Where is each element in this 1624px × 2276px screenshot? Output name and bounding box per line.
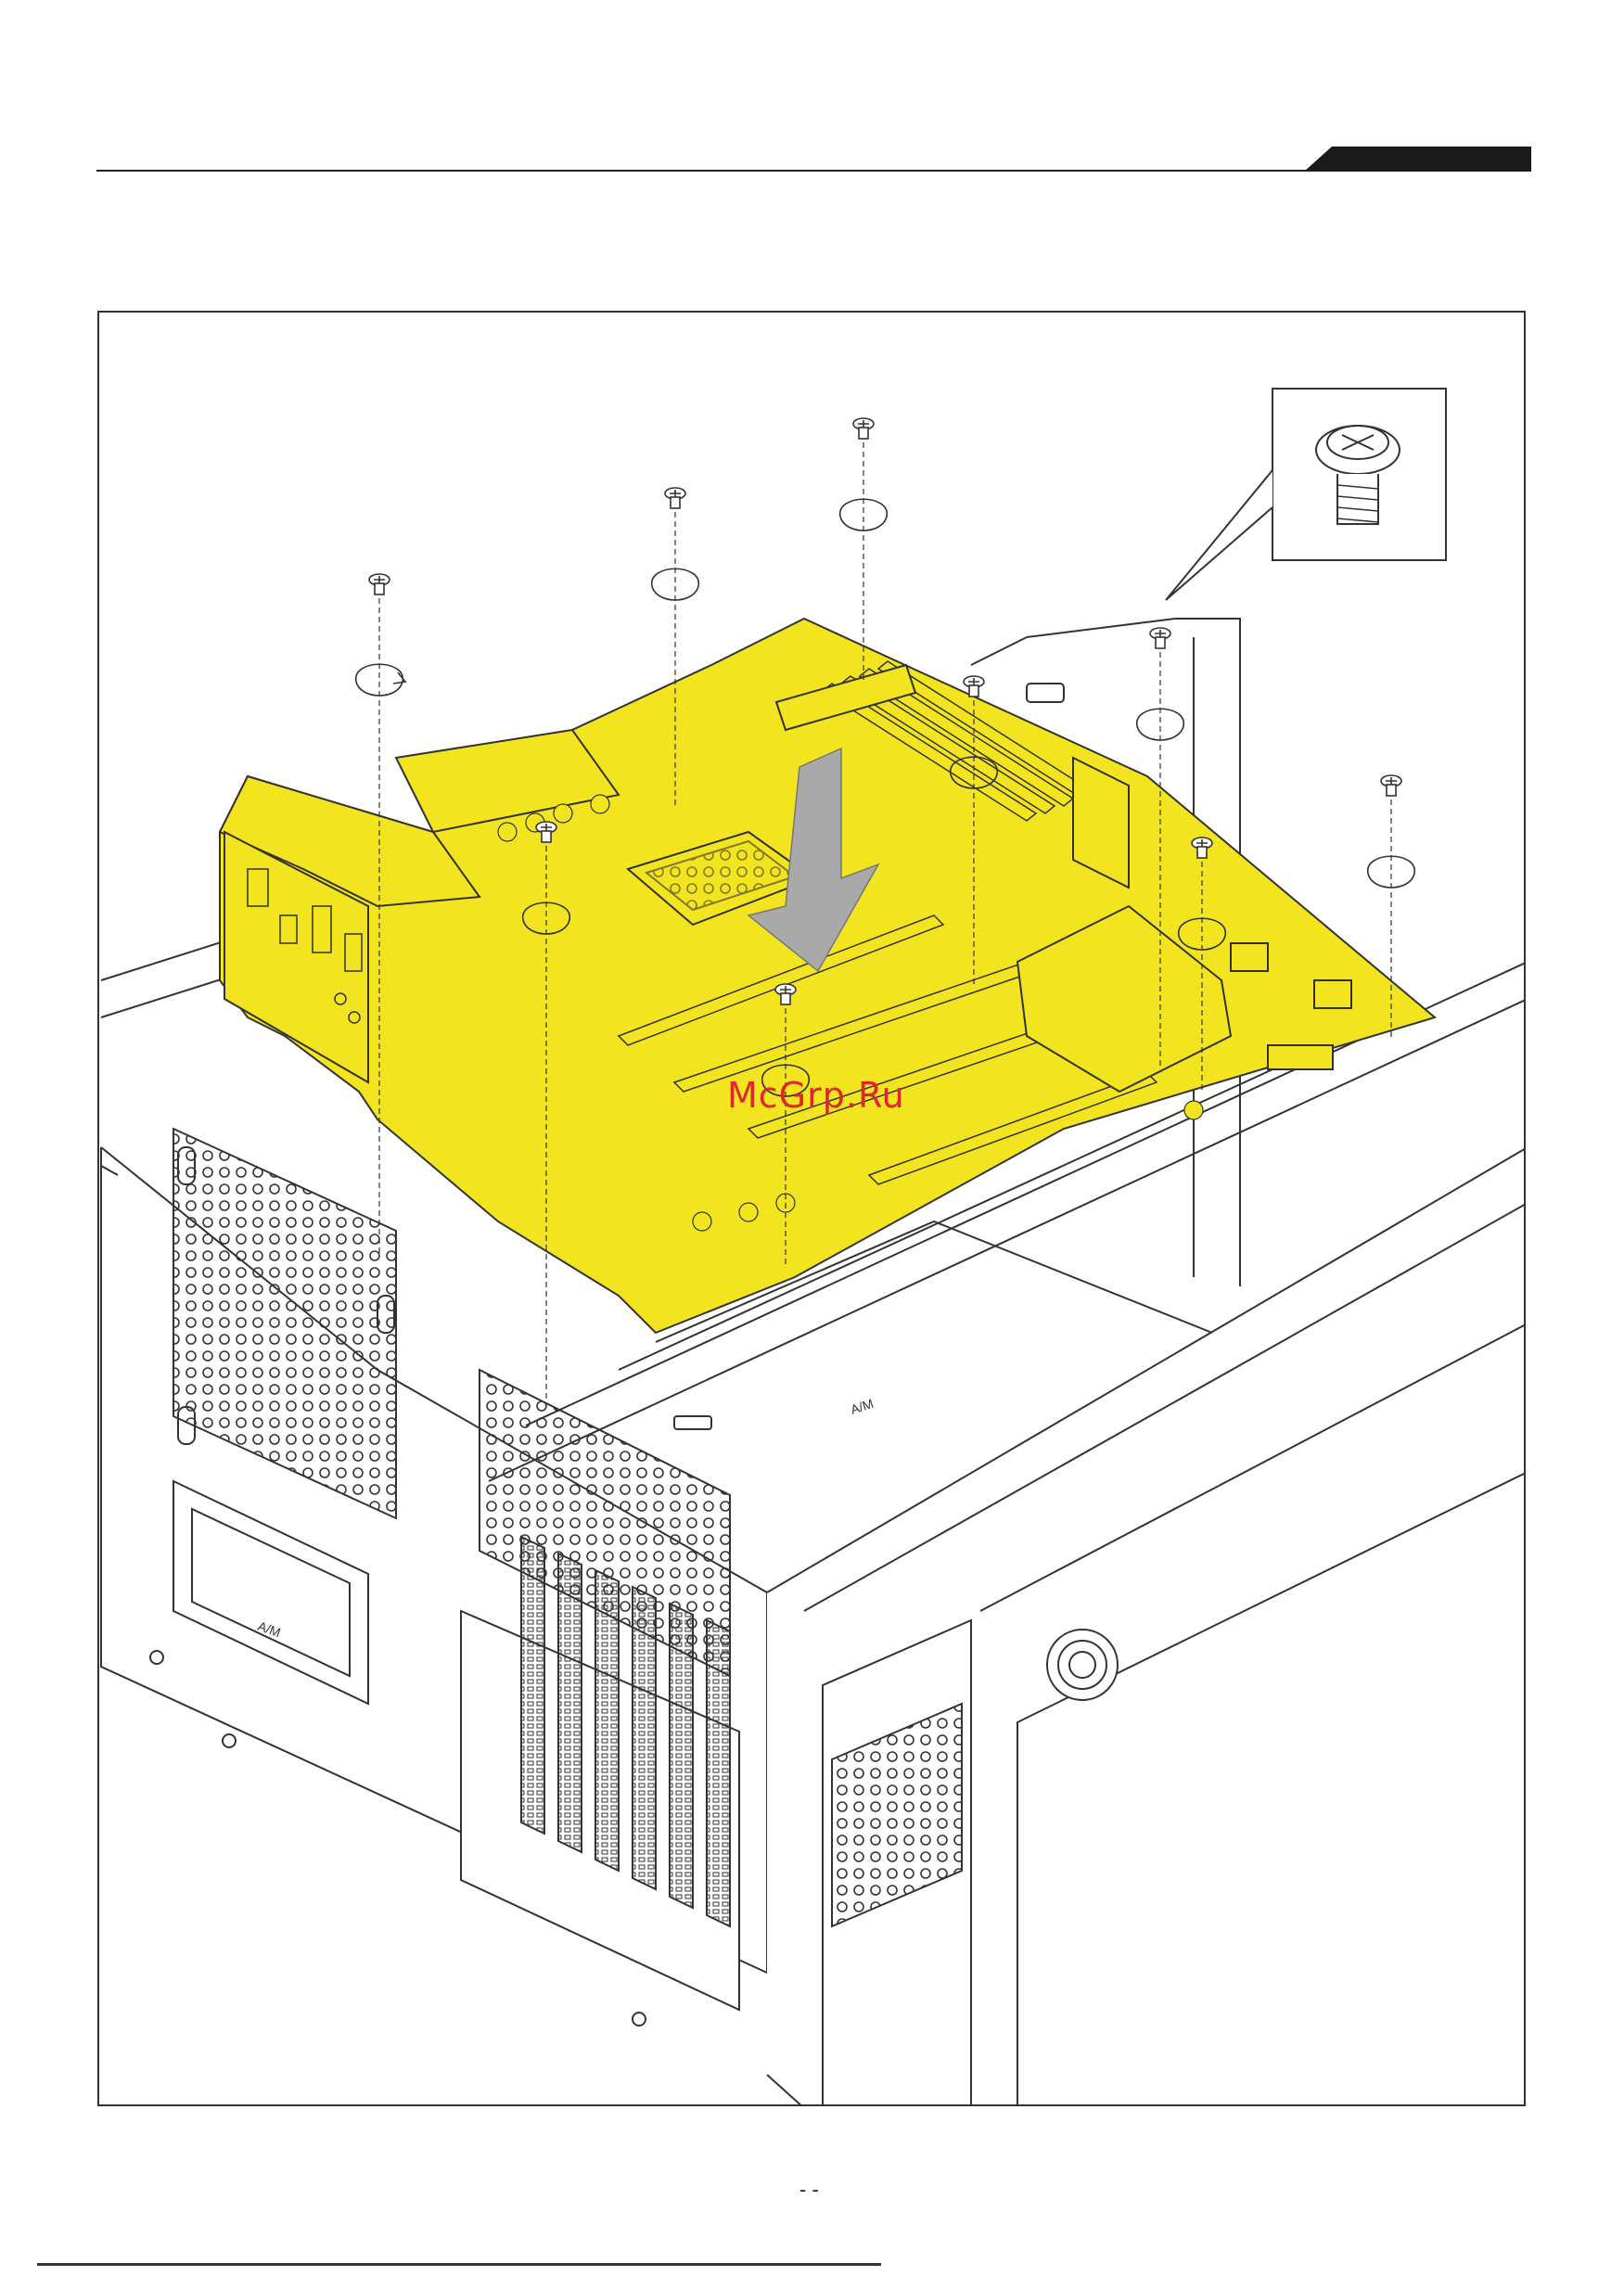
installation-diagram: A/M A/M [99,313,1526,2106]
screw-detail-callout [1166,389,1446,600]
illustration-frame: A/M A/M [97,311,1526,2106]
watermark: McGrp.Ru [727,1075,905,1116]
rotate-clockwise-icon [1368,856,1415,888]
header-tab [1304,147,1531,172]
motherboard [220,619,1435,1333]
rotate-clockwise-icon [840,499,888,531]
rotate-clockwise-icon [1137,709,1184,740]
page-number: - - [799,2178,819,2202]
rotate-clockwise-icon [652,569,699,600]
case-stamp-1: A/M [849,1396,876,1417]
footer-rule [37,2263,881,2266]
rotate-clockwise-icon [356,664,403,696]
